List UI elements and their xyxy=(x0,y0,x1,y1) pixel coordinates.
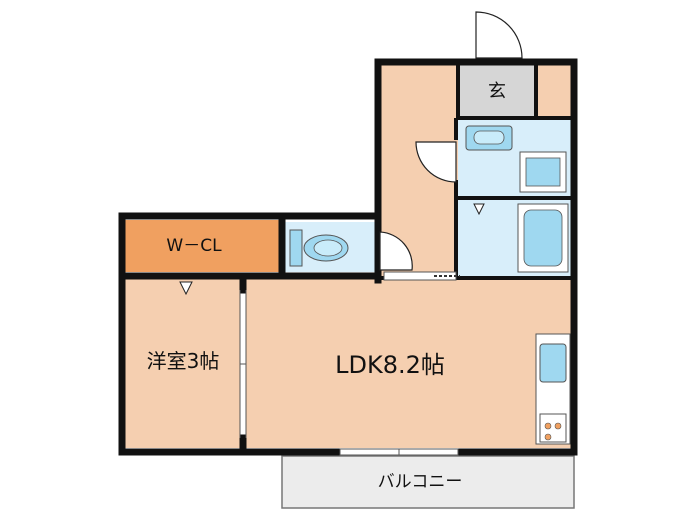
stove-icon xyxy=(539,413,567,443)
ldk-label: LDK8.2帖 xyxy=(335,351,445,379)
balcony-label: バルコニー xyxy=(378,472,463,492)
bathtub-icon xyxy=(517,203,569,273)
washing-machine-icon xyxy=(519,151,567,193)
hall-opening xyxy=(383,271,460,281)
entrance-door-icon xyxy=(475,11,523,59)
entrance-label: 玄 xyxy=(488,81,506,102)
walk-in-closet-label: W－CL xyxy=(166,236,222,256)
balcony-floor xyxy=(281,455,575,509)
walk-in-closet-floor xyxy=(125,220,280,272)
washroom-door-icon xyxy=(415,141,457,183)
balcony-window xyxy=(339,448,459,456)
ldk-floor xyxy=(246,278,574,448)
sink-icon xyxy=(539,343,567,383)
bathroom-door-icon xyxy=(473,203,485,216)
toilet-icon xyxy=(289,229,349,267)
closet-door-icon xyxy=(179,281,193,296)
entrance-floor xyxy=(458,62,536,118)
washbasin-icon xyxy=(465,125,513,151)
toilet-door-icon xyxy=(379,231,413,271)
sliding-door xyxy=(239,290,247,438)
western-room-floor xyxy=(125,278,240,448)
inner-walls xyxy=(378,62,574,280)
western-room-label: 洋室3帖 xyxy=(147,349,220,373)
hall-floor-right xyxy=(536,62,574,118)
